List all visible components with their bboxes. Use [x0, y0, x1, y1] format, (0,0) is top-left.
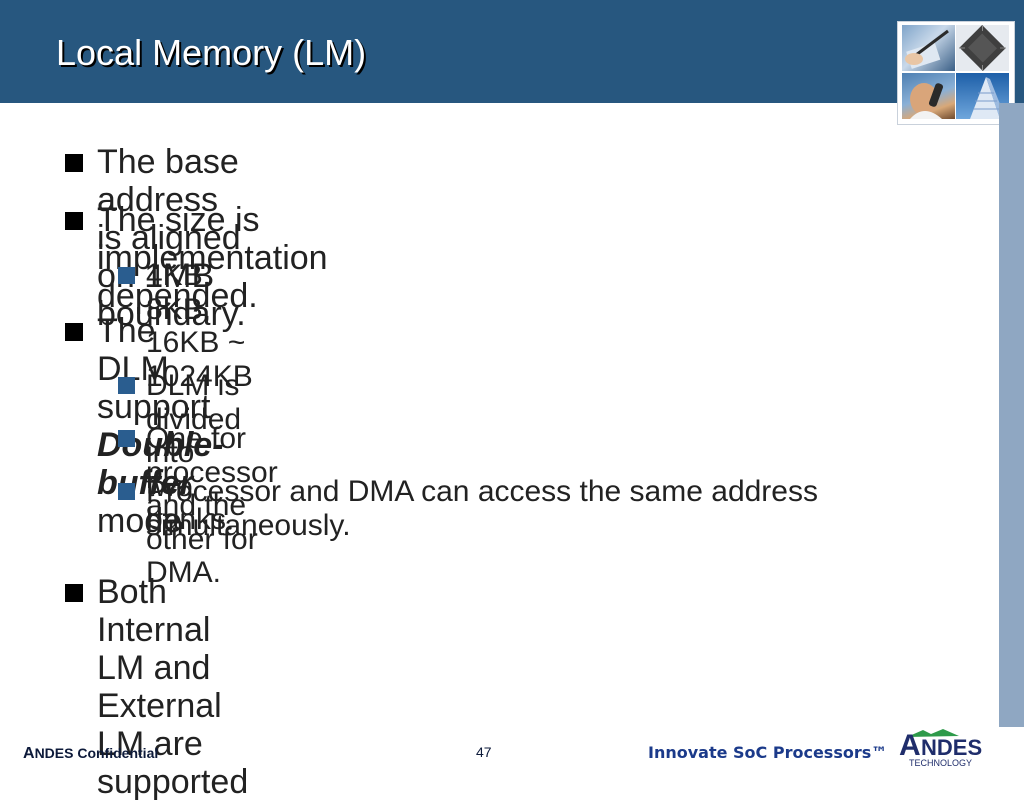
square-bullet-icon	[118, 483, 135, 500]
list-item: The base address is aligned on 1MB bound…	[65, 143, 246, 333]
andes-logo: A NDES TECHNOLOGY	[899, 729, 982, 768]
list-item: One for processor and the other for DMA.	[118, 422, 278, 590]
footer-tagline: Innovate SoC Processors™	[648, 743, 888, 762]
list-item: Processor and DMA can access the same ad…	[118, 475, 978, 542]
bullet-text: Processor and DMA can access the same ad…	[146, 475, 818, 542]
bullet-text: DLM is divided into two banks.	[146, 369, 242, 537]
bullet-text-part: mode	[97, 502, 183, 541]
right-decor-bar	[999, 103, 1024, 727]
square-bullet-icon	[65, 154, 83, 172]
bullet-text: 4KB, 8KB, 16KB ~ 1024KB	[146, 259, 253, 393]
confidential-label: Confidential	[77, 745, 159, 761]
logo-sub: TECHNOLOGY	[909, 758, 972, 768]
brand-initial: A	[23, 745, 35, 762]
header-bar	[0, 0, 1024, 103]
chip-thumbnail	[956, 25, 1009, 71]
list-item: 4KB, 8KB, 16KB ~ 1024KB	[118, 259, 253, 393]
logo-letter: A	[899, 729, 921, 762]
square-bullet-icon	[65, 323, 83, 341]
bullet-text-part: The DLM support	[97, 312, 211, 427]
square-bullet-icon	[65, 584, 83, 602]
square-bullet-icon	[65, 212, 83, 230]
slide-title: Local Memory (LM)	[56, 32, 367, 73]
phone-thumbnail	[902, 73, 955, 119]
brand-rest: NDES	[34, 745, 74, 761]
building-thumbnail	[956, 73, 1009, 119]
bullet-text: One for processor and the other for DMA.	[146, 422, 278, 590]
footer-confidential: ANDES Confidential	[23, 745, 158, 763]
square-bullet-icon	[118, 377, 135, 394]
bullet-text: Both Internal LM and External LM are sup…	[97, 573, 249, 801]
logo-word: NDES	[921, 735, 982, 760]
pen-thumbnail	[902, 25, 955, 71]
square-bullet-icon	[118, 267, 135, 284]
list-item: DLM is divided into two banks.	[118, 369, 241, 537]
thumbnail-collage	[897, 21, 1015, 125]
square-bullet-icon	[118, 430, 135, 447]
list-item: Both Internal LM and External LM are sup…	[65, 573, 248, 801]
bullet-text: The base address is aligned on 1MB bound…	[97, 143, 246, 334]
page-number: 47	[476, 744, 492, 760]
